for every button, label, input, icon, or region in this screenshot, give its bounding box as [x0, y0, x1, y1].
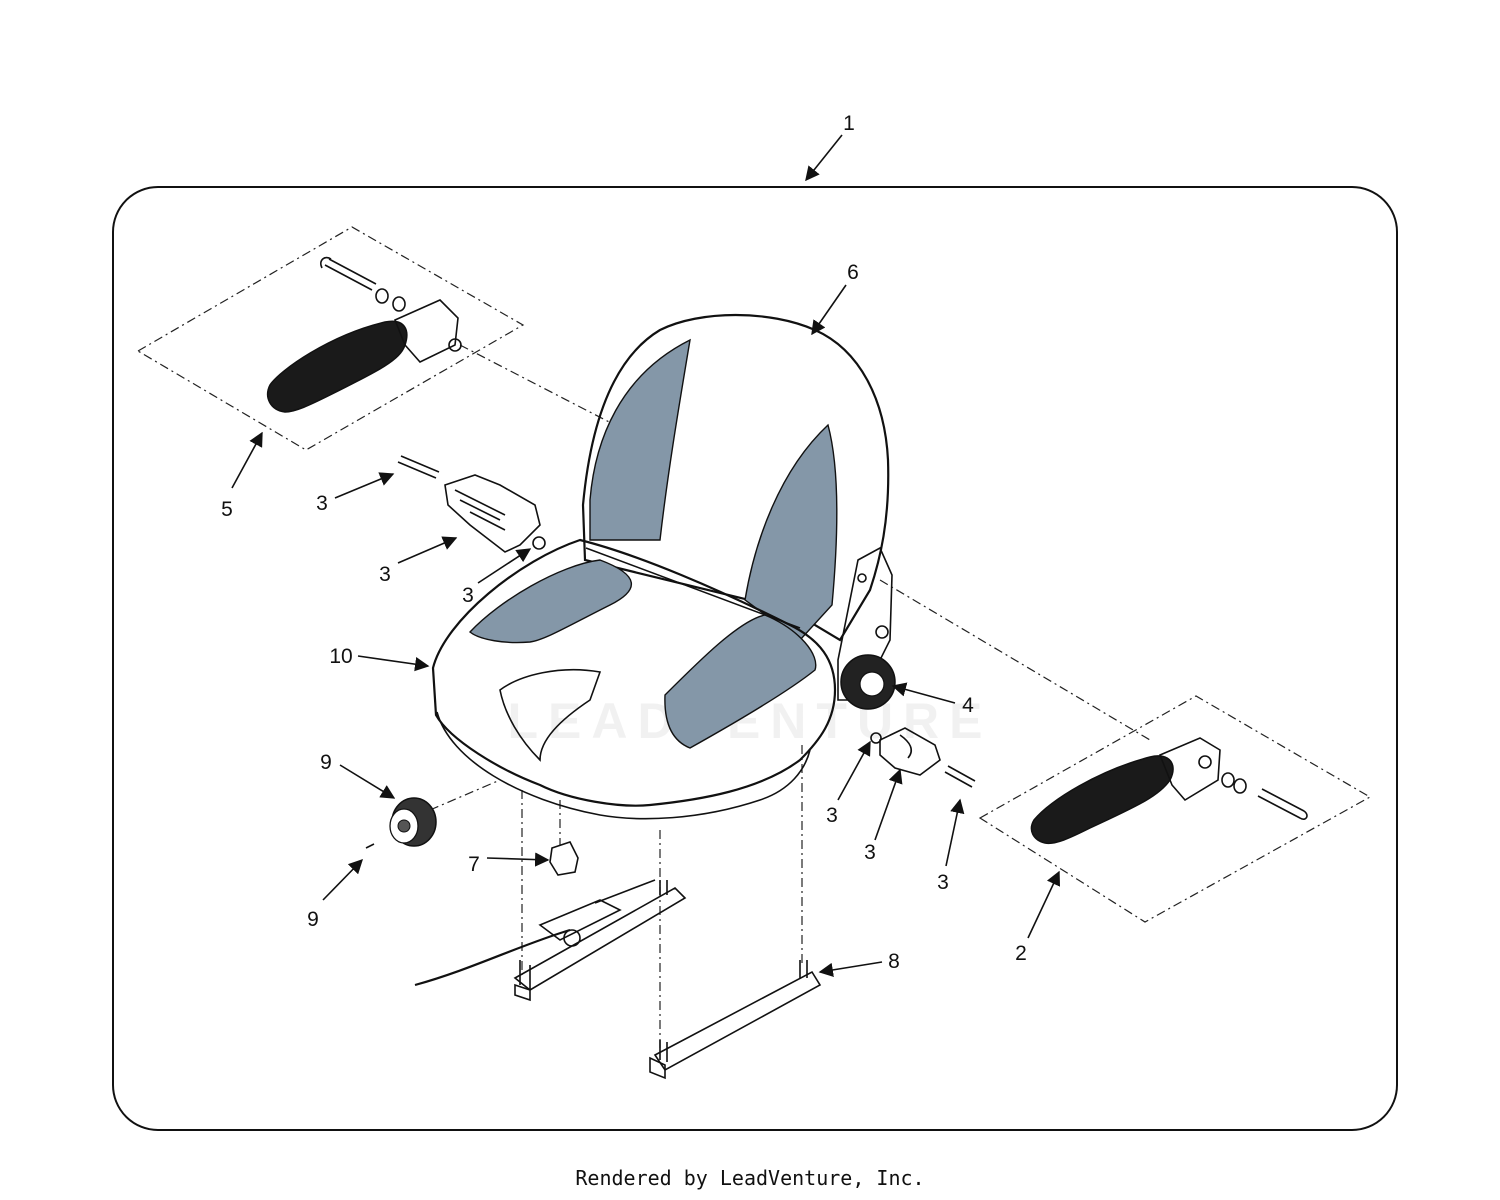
callout-4: 4 — [962, 694, 974, 717]
backrest-panel-left — [589, 338, 691, 541]
adjustment-knob — [840, 654, 896, 710]
slide-rail-left — [414, 879, 687, 1002]
callout-1: 1 — [843, 112, 855, 135]
buckle-bolt — [397, 455, 440, 479]
armrest-left-bracket — [393, 299, 459, 363]
callout-labels: 1 2 3 3 3 3 3 3 4 5 6 7 8 9 9 10 — [221, 112, 1027, 973]
armrest-right-pad — [1030, 755, 1174, 845]
seat-switch — [549, 841, 579, 876]
cushion-panel-right — [664, 614, 817, 749]
footer-credit: Rendered by LeadVenture, Inc. — [575, 1166, 925, 1190]
callout-3f: 3 — [937, 871, 949, 894]
callout-6: 6 — [847, 261, 859, 284]
cushion-panel-left — [468, 559, 632, 644]
callout-3b: 3 — [379, 563, 391, 586]
slide-rail-right — [649, 960, 822, 1080]
callout-9b: 9 — [307, 908, 319, 931]
backrest-panel-right — [744, 423, 838, 641]
callout-8: 8 — [888, 950, 900, 973]
callout-arrows — [231, 134, 1061, 978]
slide-lever — [414, 928, 571, 987]
armrest-left-pad — [266, 320, 408, 413]
guide-lines — [136, 226, 1372, 1050]
callout-2: 2 — [1015, 942, 1027, 965]
bolt-right — [1257, 788, 1308, 820]
callout-9a: 9 — [320, 751, 332, 774]
armrest-right — [1030, 737, 1308, 845]
armrest-right-bracket — [1158, 737, 1221, 802]
callout-3a: 3 — [316, 492, 328, 515]
callout-3c: 3 — [462, 584, 474, 607]
bolt-left — [320, 256, 377, 291]
callout-3d: 3 — [826, 804, 838, 827]
callout-10: 10 — [329, 645, 352, 668]
seat-cushion — [431, 538, 837, 807]
callout-7: 7 — [468, 853, 480, 876]
callout-3e: 3 — [864, 841, 876, 864]
slide-knob — [365, 797, 437, 849]
assembly-frame — [112, 186, 1398, 1131]
armrest-left — [266, 256, 462, 413]
seat-assembly — [431, 313, 893, 820]
seat-belt-buckle — [397, 455, 546, 553]
seat-belt-tongue — [870, 727, 976, 788]
callout-5: 5 — [221, 498, 233, 521]
